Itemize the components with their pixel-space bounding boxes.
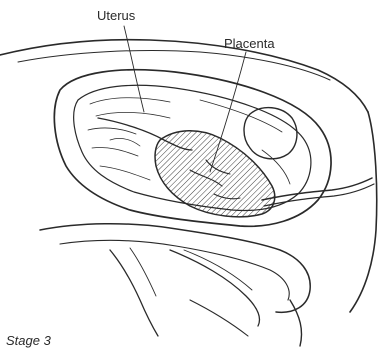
placenta xyxy=(155,131,275,217)
uterus-label: Uterus xyxy=(97,9,135,22)
placenta-label: Placenta xyxy=(224,37,275,50)
pubic-region xyxy=(110,250,158,336)
abdomen-inner-line xyxy=(18,50,330,80)
stage-caption: Stage 3 xyxy=(6,334,51,347)
lower-anatomy-outer xyxy=(40,224,310,313)
uterus-texture xyxy=(90,98,170,104)
umbilical-cord xyxy=(262,178,372,200)
perineum xyxy=(190,300,248,336)
back-curve xyxy=(350,112,377,312)
lower-anatomy-inner xyxy=(60,240,289,300)
bladder xyxy=(244,108,297,159)
